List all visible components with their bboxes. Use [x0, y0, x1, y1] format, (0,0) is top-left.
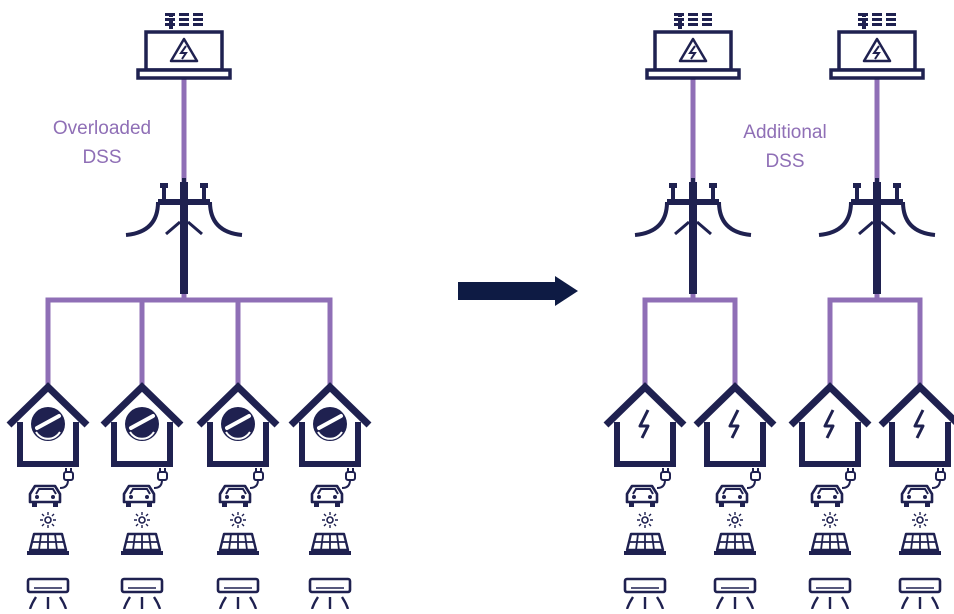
right-a-house-1-electric-car-icon: [625, 466, 672, 509]
right-b-house-1-lightning-icon: [823, 408, 835, 440]
right-b-house-2-lightning-icon: [913, 408, 925, 440]
right-b-transformer-icon: [829, 11, 925, 80]
right-a-transformer-icon: [645, 11, 741, 80]
left-house-2-solar-panel-icon: [119, 510, 165, 557]
right-b-house-1-electric-car-icon: [810, 466, 857, 509]
icon-layer: [9, 11, 954, 611]
left-house-1-meter-gauge-icon: [29, 405, 67, 443]
right-a-house-2-lightning-icon: [728, 408, 740, 440]
left-pole-icon: [124, 176, 244, 296]
right-a-house-2-solar-panel-icon: [712, 510, 758, 557]
right-a-house-2-air-conditioner-icon: [713, 577, 757, 611]
left-house-2-electric-car-icon: [122, 466, 169, 509]
overloaded-dss-label: Overloaded DSS: [27, 114, 177, 172]
wire-layer: [45, 79, 923, 391]
left-house-4-electric-car-icon: [310, 466, 357, 509]
additional-dss-label-line-2: DSS: [765, 151, 805, 172]
right-b-house-1-air-conditioner-icon: [808, 577, 852, 611]
right-a-pole-icon: [633, 176, 753, 296]
left-house-1-air-conditioner-icon: [26, 577, 70, 611]
left-house-3-solar-panel-icon: [215, 510, 261, 557]
right-b-house-2-solar-panel-icon: [897, 510, 943, 557]
right-a-house-1-solar-panel-icon: [622, 510, 668, 557]
additional-dss-label-line-1: Additional: [743, 122, 827, 143]
left-house-4-air-conditioner-icon: [308, 577, 352, 611]
right-b-pole-icon: [817, 176, 937, 296]
left-house-4-meter-gauge-icon: [311, 405, 349, 443]
right-b-house-2-air-conditioner-icon: [898, 577, 942, 611]
left-house-4-solar-panel-icon: [307, 510, 353, 557]
left-house-1-solar-panel-icon: [25, 510, 71, 557]
right-b-house-1-solar-panel-icon: [807, 510, 853, 557]
right-a-house-2-electric-car-icon: [715, 466, 762, 509]
overloaded-dss-label-line-1: Overloaded: [52, 118, 152, 139]
left-transformer-icon: [136, 11, 232, 80]
overloaded-dss-label-line-2: DSS: [82, 147, 122, 168]
right-a-house-1-air-conditioner-icon: [623, 577, 667, 611]
transition-arrow-icon: [458, 276, 578, 306]
additional-dss-label: Additional DSS: [710, 118, 860, 176]
left-house-3-meter-gauge-icon: [219, 405, 257, 443]
left-house-2-air-conditioner-icon: [120, 577, 164, 611]
arrow-layer: [458, 276, 578, 306]
left-house-1-electric-car-icon: [28, 466, 75, 509]
left-house-2-meter-gauge-icon: [123, 405, 161, 443]
left-house-3-electric-car-icon: [218, 466, 265, 509]
right-a-house-1-lightning-icon: [638, 408, 650, 440]
right-b-house-2-electric-car-icon: [900, 466, 947, 509]
left-house-3-air-conditioner-icon: [216, 577, 260, 611]
